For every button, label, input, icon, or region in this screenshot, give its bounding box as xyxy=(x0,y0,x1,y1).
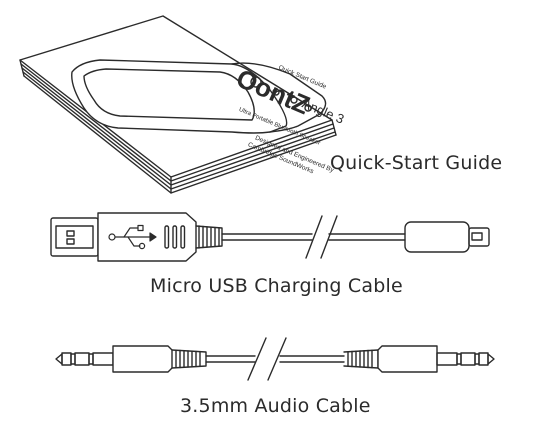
quick-start-guide-caption: Quick-Start Guide xyxy=(330,152,503,174)
audio-cable-drawing xyxy=(55,337,495,381)
usb-cable-caption: Micro USB Charging Cable xyxy=(150,275,403,297)
audio-cable-caption: 3.5mm Audio Cable xyxy=(180,395,371,417)
quick-start-guide-booklet xyxy=(19,15,337,194)
micro-usb-cable-drawing xyxy=(50,212,490,262)
